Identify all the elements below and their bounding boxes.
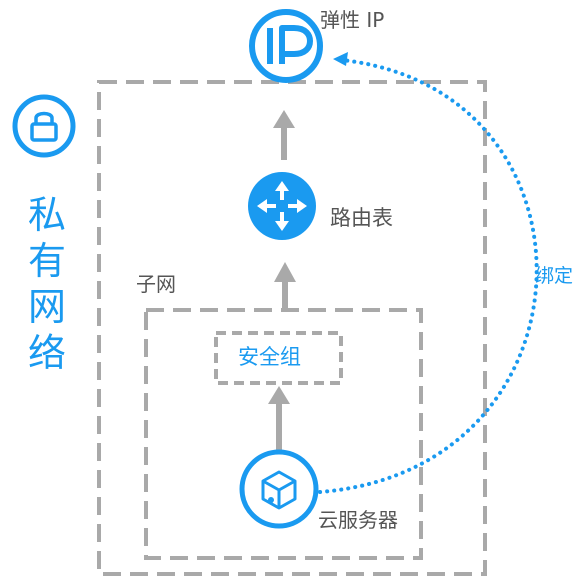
security-group-label: 安全组 (238, 345, 301, 369)
vpc-title-char: 络 (27, 331, 66, 375)
lock-icon (12, 94, 76, 158)
router-icon (248, 172, 316, 240)
ip-icon (249, 9, 323, 83)
vpc-title: 私 有 网 络 (22, 192, 72, 376)
cube-icon (239, 449, 319, 529)
vpc-title-char: 网 (27, 285, 66, 329)
subnet-label: 子网 (136, 272, 176, 296)
flow-arrow-subnet-to-router (274, 262, 296, 310)
cvm-label: 云服务器 (318, 508, 398, 532)
flow-arrow-router-to-ip (273, 110, 295, 160)
vpc-title-char: 私 (27, 193, 66, 237)
binding-label: 绑定 (535, 265, 574, 287)
route-table-label: 路由表 (330, 206, 393, 230)
security-group-boundary (214, 331, 343, 385)
vpc-title-char: 有 (27, 239, 66, 283)
binding-arrowhead (333, 52, 348, 66)
binding-curve (318, 58, 539, 494)
elastic-ip-label: 弹性 IP (320, 8, 385, 32)
flow-arrow-cvm-to-sg (268, 386, 290, 455)
